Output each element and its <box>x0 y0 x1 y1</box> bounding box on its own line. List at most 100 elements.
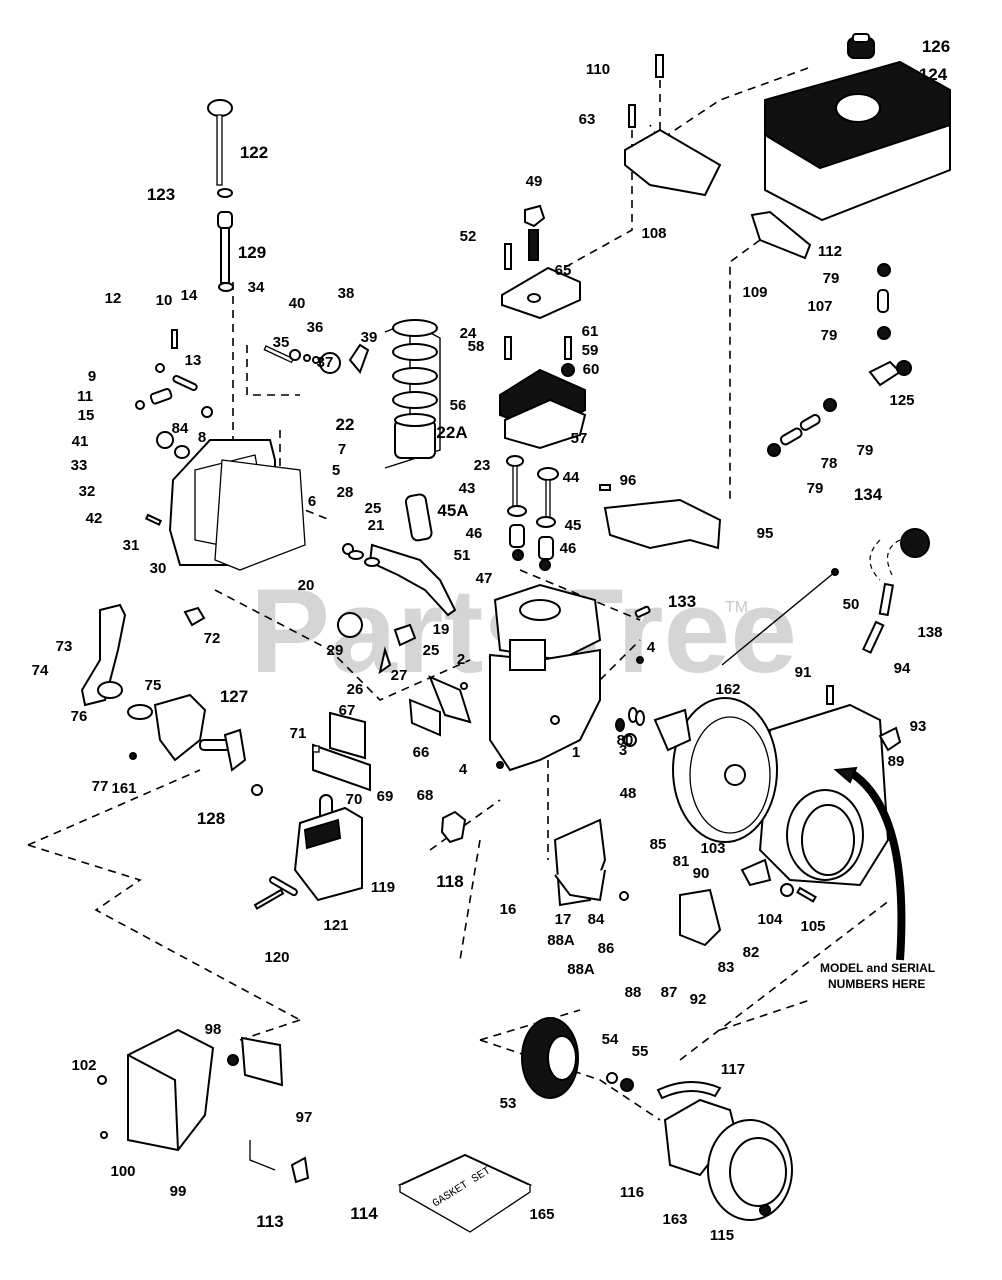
part-callout-120[interactable]: 120 <box>264 949 289 966</box>
part-callout-103[interactable]: 103 <box>700 840 725 857</box>
part-callout-19[interactable]: 19 <box>433 621 450 638</box>
part-callout-4[interactable]: 4 <box>647 639 656 656</box>
part-callout-41[interactable]: 41 <box>72 433 89 450</box>
part-callout-94[interactable]: 94 <box>894 660 911 677</box>
part-callout-32[interactable]: 32 <box>79 483 96 500</box>
part-callout-70[interactable]: 70 <box>346 791 363 808</box>
part-callout-67[interactable]: 67 <box>339 702 356 719</box>
part-callout-71[interactable]: 71 <box>290 725 307 742</box>
part-callout-43[interactable]: 43 <box>459 480 476 497</box>
part-callout-13[interactable]: 13 <box>185 352 202 369</box>
part-callout-12[interactable]: 12 <box>105 290 122 307</box>
part-callout-46[interactable]: 46 <box>466 525 483 542</box>
part-callout-129[interactable]: 129 <box>238 243 266 262</box>
part-callout-28[interactable]: 28 <box>337 484 354 501</box>
part-callout-78[interactable]: 78 <box>821 455 838 472</box>
part-callout-123[interactable]: 123 <box>147 185 175 204</box>
part-callout-68[interactable]: 68 <box>417 787 434 804</box>
part-callout-98[interactable]: 98 <box>205 1021 222 1038</box>
part-callout-5[interactable]: 5 <box>332 462 340 479</box>
part-callout-25[interactable]: 25 <box>365 500 382 517</box>
part-callout-54[interactable]: 54 <box>602 1031 619 1048</box>
part-callout-117[interactable]: 117 <box>721 1061 745 1078</box>
part-callout-86[interactable]: 86 <box>598 940 615 957</box>
part-callout-17[interactable]: 17 <box>555 911 572 928</box>
part-callout-108[interactable]: 108 <box>641 225 666 242</box>
part-callout-79[interactable]: 79 <box>857 442 874 459</box>
part-callout-46[interactable]: 46 <box>560 540 577 557</box>
part-callout-57[interactable]: 57 <box>571 430 588 447</box>
part-callout-80[interactable]: 80 <box>617 732 634 749</box>
part-callout-63[interactable]: 63 <box>579 111 596 128</box>
part-callout-79[interactable]: 79 <box>807 480 824 497</box>
part-callout-113[interactable]: 113 <box>256 1212 283 1231</box>
part-callout-60[interactable]: 60 <box>583 361 600 378</box>
part-callout-126[interactable]: 126 <box>922 37 950 56</box>
part-callout-122[interactable]: 122 <box>240 143 268 162</box>
part-callout-165[interactable]: 165 <box>529 1206 554 1223</box>
part-callout-88A[interactable]: 88A <box>547 932 575 949</box>
part-callout-27[interactable]: 27 <box>391 667 408 684</box>
part-callout-85[interactable]: 85 <box>650 836 667 853</box>
part-callout-74[interactable]: 74 <box>32 662 49 679</box>
part-callout-95[interactable]: 95 <box>757 525 774 542</box>
part-callout-61[interactable]: 61 <box>582 323 599 340</box>
part-callout-58[interactable]: 58 <box>468 338 485 355</box>
part-callout-37[interactable]: 37 <box>317 354 334 371</box>
part-callout-45[interactable]: 45 <box>565 517 582 534</box>
part-callout-73[interactable]: 73 <box>56 638 73 655</box>
part-callout-92[interactable]: 92 <box>690 991 707 1008</box>
part-callout-96[interactable]: 96 <box>620 472 637 489</box>
part-callout-79[interactable]: 79 <box>821 327 838 344</box>
part-callout-51[interactable]: 51 <box>454 547 471 564</box>
part-callout-109[interactable]: 109 <box>742 284 767 301</box>
part-callout-75[interactable]: 75 <box>145 677 162 694</box>
part-callout-24[interactable]: 24 <box>460 325 477 342</box>
part-callout-34[interactable]: 34 <box>248 279 265 296</box>
part-callout-104[interactable]: 104 <box>757 911 783 928</box>
part-callout-114[interactable]: 114 <box>350 1204 378 1223</box>
part-callout-26[interactable]: 26 <box>347 681 364 698</box>
part-callout-10[interactable]: 10 <box>156 292 173 309</box>
part-callout-66[interactable]: 66 <box>413 744 430 761</box>
part-callout-11[interactable]: 11 <box>77 388 93 405</box>
part-callout-88[interactable]: 88 <box>625 984 642 1001</box>
part-callout-45A[interactable]: 45A <box>437 501 468 520</box>
part-callout-107[interactable]: 107 <box>807 298 832 315</box>
part-callout-77[interactable]: 77 <box>92 778 109 795</box>
part-callout-161[interactable]: 161 <box>111 780 136 797</box>
part-callout-59[interactable]: 59 <box>582 342 599 359</box>
part-callout-55[interactable]: 55 <box>632 1043 649 1060</box>
part-callout-91[interactable]: 91 <box>795 664 812 681</box>
part-callout-3[interactable]: 3 <box>619 742 627 759</box>
part-callout-35[interactable]: 35 <box>273 334 290 351</box>
part-callout-127[interactable]: 127 <box>220 687 248 706</box>
part-callout-42[interactable]: 42 <box>86 510 103 527</box>
part-callout-50[interactable]: 50 <box>843 596 860 613</box>
part-callout-79[interactable]: 79 <box>823 270 840 287</box>
part-callout-110[interactable]: 110 <box>586 61 610 78</box>
part-callout-69[interactable]: 69 <box>377 788 394 805</box>
part-callout-93[interactable]: 93 <box>910 718 927 735</box>
part-callout-44[interactable]: 44 <box>563 469 580 486</box>
part-callout-22[interactable]: 22 <box>336 415 355 434</box>
part-callout-7[interactable]: 7 <box>338 441 346 458</box>
part-callout-118[interactable]: 118 <box>436 872 463 891</box>
part-callout-128[interactable]: 128 <box>197 809 225 828</box>
part-callout-31[interactable]: 31 <box>123 537 140 554</box>
part-callout-121[interactable]: 121 <box>323 917 348 934</box>
part-callout-162[interactable]: 162 <box>715 681 740 698</box>
part-callout-99[interactable]: 99 <box>170 1183 187 1200</box>
part-callout-105[interactable]: 105 <box>800 918 825 935</box>
part-callout-83[interactable]: 83 <box>718 959 735 976</box>
part-callout-6[interactable]: 6 <box>308 493 316 510</box>
part-callout-87[interactable]: 87 <box>661 984 678 1001</box>
part-callout-134[interactable]: 134 <box>854 485 883 504</box>
part-callout-53[interactable]: 53 <box>500 1095 517 1112</box>
part-callout-16[interactable]: 16 <box>500 901 517 918</box>
part-callout-89[interactable]: 89 <box>888 753 905 770</box>
part-callout-22A[interactable]: 22A <box>436 423 467 442</box>
part-callout-14[interactable]: 14 <box>181 287 198 304</box>
part-callout-76[interactable]: 76 <box>71 708 88 725</box>
part-callout-138[interactable]: 138 <box>917 624 942 641</box>
